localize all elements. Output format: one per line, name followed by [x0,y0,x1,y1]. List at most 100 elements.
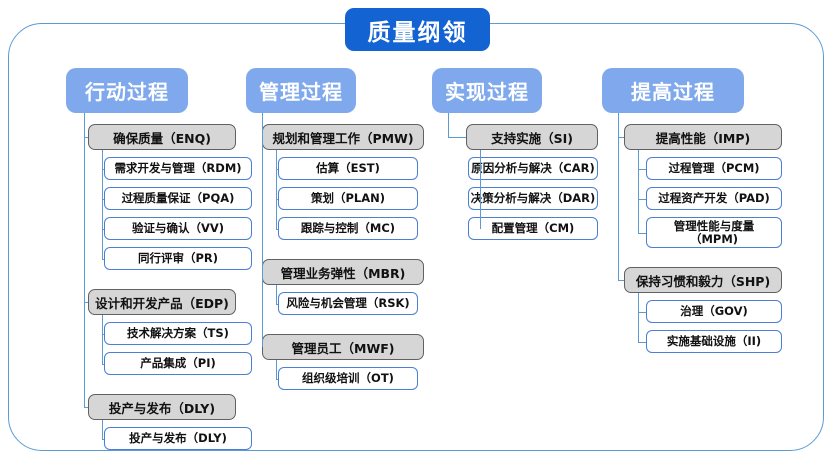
connector-column-trunk [84,113,85,407]
group-box-管理过程-3[interactable]: 管理员工（MWF) [262,334,424,360]
group-box-label: 规划和管理工作（PMW) [272,130,414,146]
leaf-box-label: 治理（GOV) [680,304,748,319]
leaf-box-label: 管理性能与度量（MPM) [673,218,755,246]
column-header-2[interactable]: 管理过程 [246,68,356,113]
leaf-box-提高过程-2-1[interactable]: 治理（GOV) [646,300,782,323]
connector-leaf-stub [276,168,278,170]
connector-leaf-stub [638,198,646,200]
group-box-行动过程-3[interactable]: 投产与发布（DLY) [88,394,236,420]
group-box-label: 投产与发布（DLY) [108,400,216,416]
column-header-label: 管理过程 [259,80,343,104]
leaf-box-label: 决策分析与解决（DAR) [470,191,596,206]
leaf-box-实现过程-1-2[interactable]: 决策分析与解决（DAR) [468,187,598,210]
connector-leaf-stub [102,168,104,170]
leaf-box-label: 过程管理（PCM) [668,161,760,176]
leaf-box-行动过程-2-2[interactable]: 产品集成（PI) [104,352,252,375]
group-box-提高过程-2[interactable]: 保持习惯和毅力（SHP) [624,267,782,293]
leaf-box-行动过程-1-3[interactable]: 验证与确认（VV) [104,217,252,240]
connector-group-stub [448,137,466,138]
connector-leaf-stub [638,168,646,170]
connector-leaf-stub [276,303,278,305]
leaf-box-label: 过程质量保证（PQA) [121,191,235,206]
group-box-label: 管理业务弹性（MBR) [280,265,406,281]
group-box-label: 提高性能（IMP) [655,130,751,146]
leaf-box-提高过程-1-1[interactable]: 过程管理（PCM) [646,157,782,180]
leaf-box-管理过程-1-3[interactable]: 跟踪与控制（MC) [278,217,418,240]
root-title-box: 质量纲领 [345,8,490,51]
leaf-box-label: 原因分析与解决（CAR) [471,161,595,176]
column-header-4[interactable]: 提高过程 [602,68,744,113]
leaf-box-label: 产品集成（PI) [140,356,216,371]
column-header-1[interactable]: 行动过程 [66,68,188,113]
connector-leaf-stub [276,378,278,380]
leaf-box-label: 组织级培训（OT) [302,371,394,386]
leaf-box-提高过程-2-2[interactable]: 实施基础设施（II) [646,330,782,353]
connector-leaf-stub [102,363,104,365]
leaf-box-管理过程-2-1[interactable]: 风险与机会管理（RSK) [278,292,418,315]
group-box-管理过程-1[interactable]: 规划和管理工作（PMW) [262,124,424,150]
connector-leaf-stub [102,333,104,335]
column-header-label: 提高过程 [631,80,715,104]
leaf-box-行动过程-2-1[interactable]: 技术解决方案（TS) [104,322,252,345]
leaf-box-label: 估算（EST) [316,161,380,176]
connector-group-trunk [638,150,639,233]
leaf-box-行动过程-3-1[interactable]: 投产与发布（DLY) [104,427,252,450]
leaf-box-label: 需求开发与管理（RDM) [114,161,242,176]
connector-leaf-stub [638,341,646,343]
connector-leaf-stub [638,311,646,313]
connector-group-trunk [638,293,639,342]
group-box-实现过程-1[interactable]: 支持实施（SI) [466,124,598,150]
leaf-box-label: 实施基础设施（II) [666,334,762,349]
leaf-box-提高过程-1-2[interactable]: 过程资产开发（PAD) [646,187,782,210]
column-header-3[interactable]: 实现过程 [432,68,542,113]
group-box-label: 支持实施（SI) [491,130,573,146]
connector-column-trunk [618,113,619,280]
leaf-box-管理过程-1-1[interactable]: 估算（EST) [278,157,418,180]
leaf-box-label: 跟踪与控制（MC) [300,221,396,236]
connector-group-stub [84,137,88,138]
connector-group-trunk [102,420,103,439]
leaf-box-label: 验证与确认（VV) [131,221,225,236]
leaf-box-label: 过程资产开发（PAD) [658,191,770,206]
connector-group-trunk [102,150,103,259]
column-header-label: 行动过程 [85,80,169,104]
group-box-管理过程-2[interactable]: 管理业务弹性（MBR) [262,259,424,285]
connector-group-trunk [480,150,481,229]
group-box-提高过程-1[interactable]: 提高性能（IMP) [624,124,782,150]
leaf-box-管理过程-3-1[interactable]: 组织级培训（OT) [278,367,418,390]
leaf-box-实现过程-1-1[interactable]: 原因分析与解决（CAR) [468,157,598,180]
leaf-box-label: 策划（PLAN) [310,191,386,206]
group-box-label: 管理员工（MWF) [291,340,395,356]
connector-leaf-stub [276,228,278,230]
connector-leaf-stub [102,198,104,200]
root-title-label: 质量纲领 [367,19,468,46]
connector-group-trunk [276,150,277,229]
connector-group-stub [618,280,624,281]
connector-group-stub [84,302,88,303]
connector-column-trunk [448,113,449,137]
connector-leaf-stub [102,228,104,230]
connector-group-stub [84,407,88,408]
leaf-box-行动过程-1-2[interactable]: 过程质量保证（PQA) [104,187,252,210]
leaf-box-label: 投产与发布（DLY) [129,431,227,446]
leaf-box-管理过程-1-2[interactable]: 策划（PLAN) [278,187,418,210]
connector-leaf-stub [638,232,646,234]
leaf-box-实现过程-1-3[interactable]: 配置管理（CM) [468,217,598,240]
group-box-行动过程-1[interactable]: 确保质量（ENQ) [88,124,236,150]
connector-group-trunk [276,360,277,379]
group-box-行动过程-2[interactable]: 设计和开发产品（EDP) [88,289,236,315]
leaf-box-行动过程-1-4[interactable]: 同行评审（PR) [104,247,252,270]
group-box-label: 保持习惯和毅力（SHP) [635,273,771,289]
connector-group-stub [618,137,624,138]
connector-group-trunk [102,315,103,364]
connector-leaf-stub [276,198,278,200]
group-box-label: 确保质量（ENQ) [113,130,211,146]
leaf-box-label: 配置管理（CM) [491,221,575,236]
leaf-box-提高过程-1-3[interactable]: 管理性能与度量（MPM) [646,217,782,248]
connector-group-trunk [276,285,277,304]
leaf-box-行动过程-1-1[interactable]: 需求开发与管理（RDM) [104,157,252,180]
connector-column-trunk [262,113,263,347]
leaf-box-label: 技术解决方案（TS) [127,326,229,341]
connector-leaf-stub [102,438,104,440]
